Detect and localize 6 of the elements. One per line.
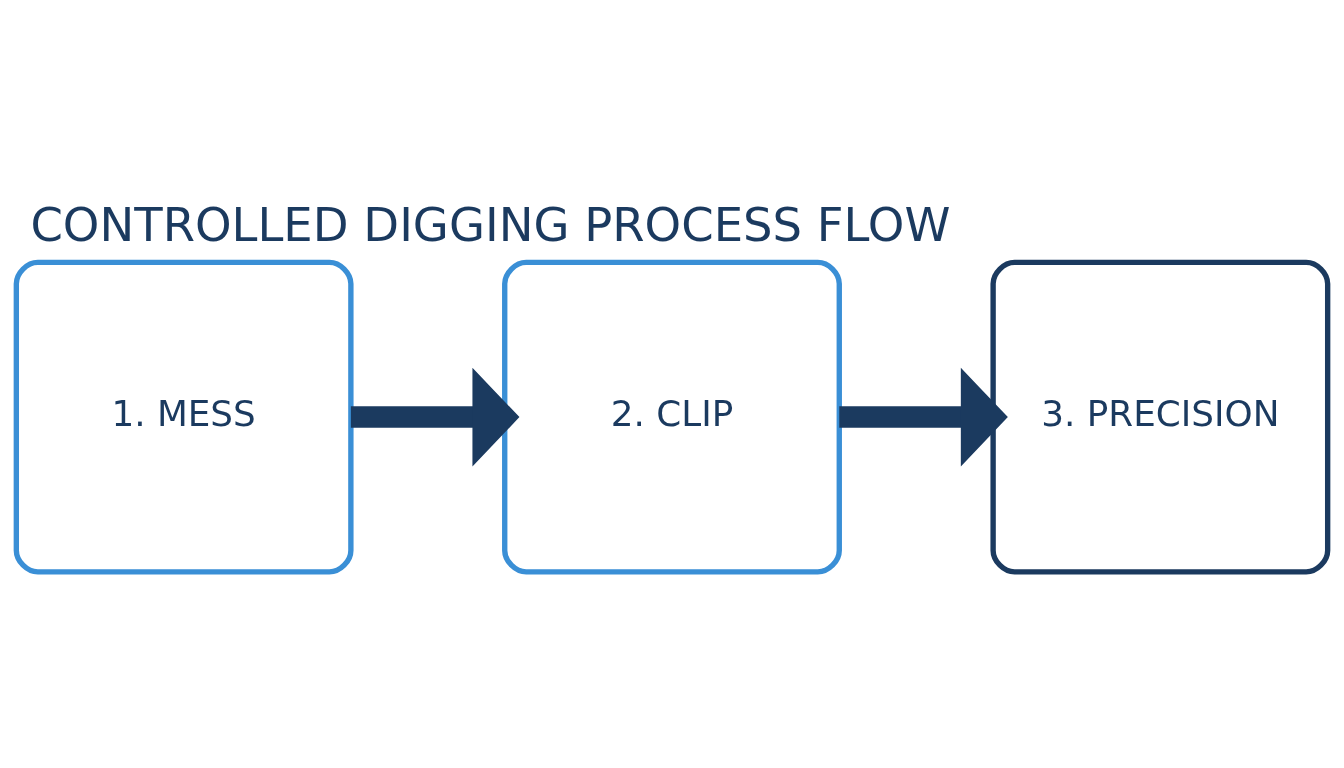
node-box: 3. PRECISION xyxy=(990,259,1331,575)
arrow xyxy=(839,367,1008,467)
arrow xyxy=(350,367,520,467)
node-box: 1. MESS xyxy=(13,259,354,575)
node-box: 2. CLIP xyxy=(502,259,842,575)
diagram-title: CONTROLLED DIGGING PROCESS FLOW xyxy=(30,197,951,252)
